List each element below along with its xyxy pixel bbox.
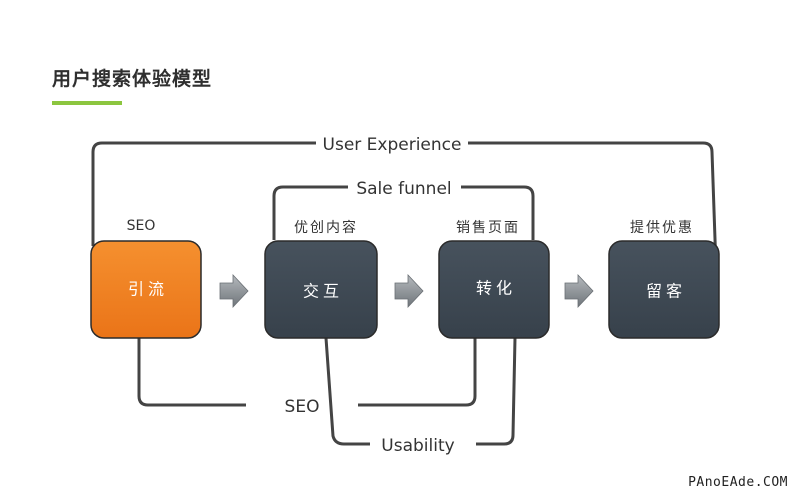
stage-box-2 (264, 240, 378, 339)
stage-label-1: 引流 (128, 280, 168, 299)
title-underline (52, 101, 122, 105)
stage-box-4 (608, 240, 720, 339)
stage-tag-2: 优创内容 (294, 219, 358, 236)
usability-label: Usability (381, 436, 454, 456)
arrow-right-icon (219, 273, 249, 309)
sale-funnel-loop-right (461, 185, 535, 240)
usability-loop-right (476, 337, 517, 446)
stage-tag-1: SEO (127, 218, 156, 234)
stage-tag-3: 销售页面 (456, 220, 520, 236)
stage-box-3 (438, 240, 550, 339)
stage-tag-4: 提供优惠 (630, 220, 694, 236)
stage-box-1 (90, 240, 202, 339)
arrow-right-icon (394, 273, 424, 309)
sale-funnel-label: Sale funnel (356, 179, 451, 199)
page-title: 用户搜索体验模型 (52, 68, 213, 90)
stage-label-3: 转化 (476, 279, 516, 298)
user-experience-label: User Experience (323, 135, 462, 155)
user-experience-loop-left (91, 141, 316, 246)
user-experience-loop-right (468, 141, 718, 269)
sale-funnel-loop-left (272, 185, 348, 240)
seo-loop-left (137, 338, 246, 407)
arrow-right-icon (564, 273, 594, 309)
stage-label-4: 留客 (646, 282, 686, 301)
seo-bottom-label: SEO (285, 397, 320, 417)
stage-label-2: 交互 (303, 282, 343, 301)
watermark: PAnoEAde.COM (688, 475, 788, 490)
usability-loop-left (324, 337, 370, 446)
seo-loop-right (358, 338, 477, 407)
